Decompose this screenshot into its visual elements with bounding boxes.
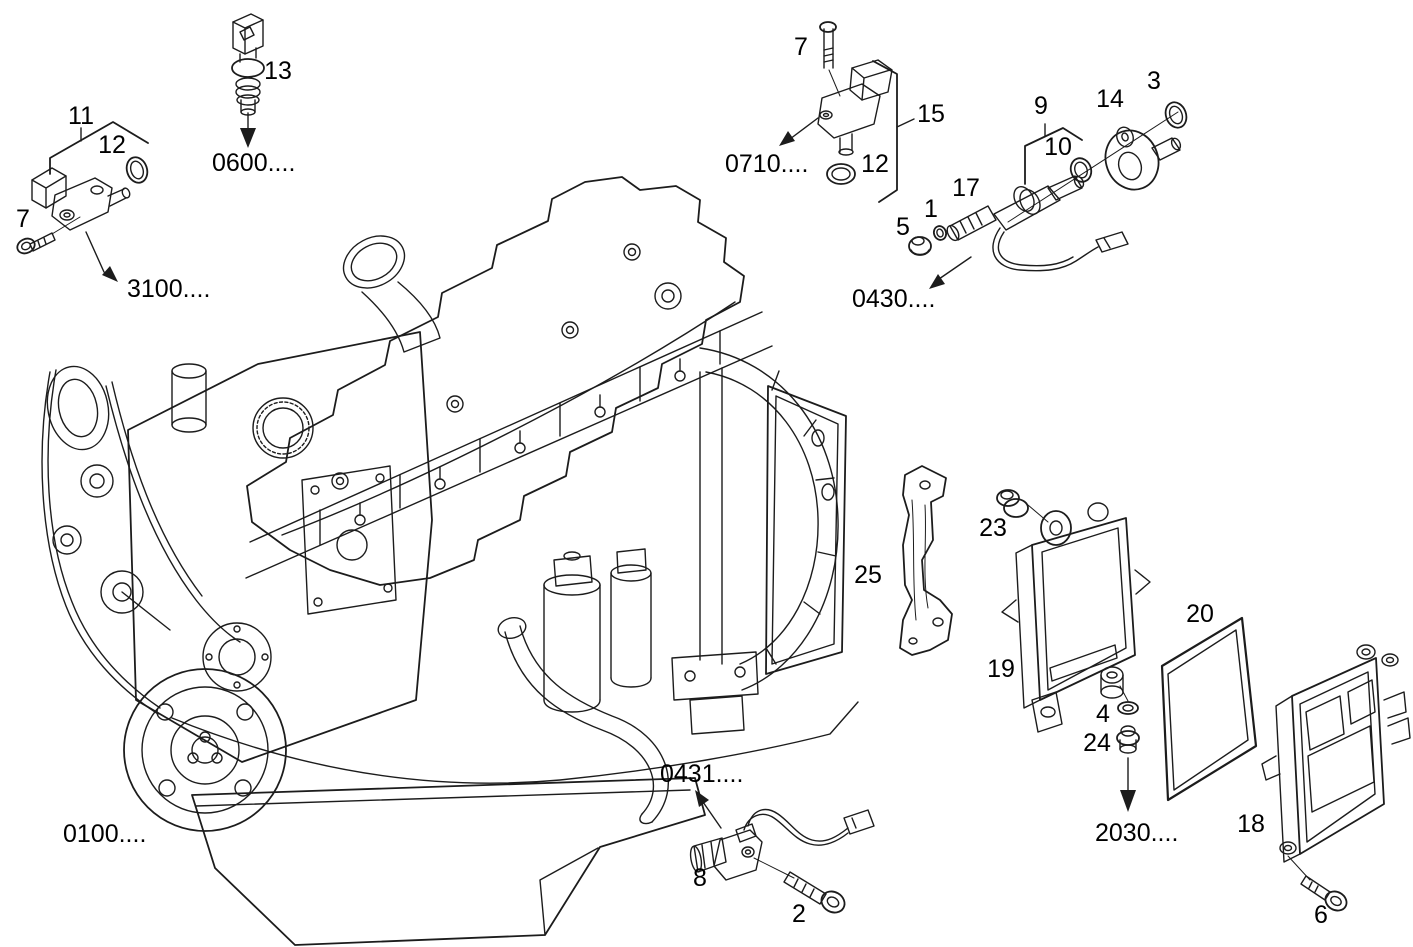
part-9-solenoid bbox=[992, 175, 1129, 272]
part-4-washer bbox=[1117, 701, 1139, 715]
cylinder-head-band bbox=[245, 311, 773, 579]
callout-label-2: 2 bbox=[792, 900, 806, 928]
callout-label-14: 14 bbox=[1096, 85, 1124, 113]
callout-label-10: 10 bbox=[1044, 133, 1072, 161]
ref-code-3100: 3100.... bbox=[127, 275, 210, 303]
part-group-ecu-18 bbox=[1261, 644, 1411, 912]
ref-arrow-0430-head bbox=[929, 274, 945, 289]
ref-arrow-0600-head bbox=[240, 128, 256, 148]
ref-arrow-0431-head bbox=[695, 790, 709, 807]
callout-label-7a: 7 bbox=[16, 205, 30, 233]
bracket-line-9 bbox=[1024, 127, 1083, 185]
ref-code-0710: 0710.... bbox=[725, 150, 808, 178]
part-18-ecu bbox=[1261, 644, 1411, 863]
part-7-bolt-left bbox=[16, 232, 56, 255]
part-12-oring-top bbox=[826, 163, 856, 185]
oil-pan bbox=[191, 777, 706, 946]
ref-arrow-3100-line bbox=[85, 231, 105, 273]
callout-label-23: 23 bbox=[979, 514, 1007, 542]
breather-bottle bbox=[171, 363, 207, 433]
callout-label-1: 1 bbox=[924, 195, 938, 223]
part-24-plug bbox=[1116, 725, 1140, 754]
callout-label-12b: 12 bbox=[861, 150, 889, 178]
part-group-crank-sensor bbox=[689, 790, 875, 914]
part-14-sensor bbox=[1104, 126, 1182, 191]
ref-code-0100: 0100.... bbox=[63, 820, 146, 848]
ref-arrow-0430-line bbox=[938, 256, 972, 280]
ref-code-0430: 0430.... bbox=[852, 285, 935, 313]
part-group-sensor-13 bbox=[231, 13, 265, 148]
callout-label-17: 17 bbox=[952, 174, 980, 202]
callout-label-8: 8 bbox=[693, 864, 707, 892]
callout-label-19: 19 bbox=[987, 655, 1015, 683]
callout-label-5: 5 bbox=[896, 213, 910, 241]
ref-arrow-3100-head bbox=[102, 266, 118, 282]
leader-23-to-ecu bbox=[1027, 504, 1049, 523]
ref-arrow-0710-line bbox=[789, 117, 819, 140]
part-group-ecu-mounting bbox=[899, 465, 1151, 812]
bracket-tick-15 bbox=[896, 118, 915, 128]
part-3-oring bbox=[1164, 101, 1188, 129]
callout-label-13: 13 bbox=[264, 57, 292, 85]
callout-label-11: 11 bbox=[68, 102, 94, 130]
part-5-cap bbox=[908, 236, 932, 256]
engine-block-face bbox=[127, 331, 433, 763]
part-11-sensor bbox=[31, 167, 131, 231]
callout-label-6: 6 bbox=[1314, 901, 1328, 929]
part-8-sensor bbox=[689, 808, 875, 881]
ref-code-2030: 2030.... bbox=[1095, 819, 1178, 847]
part-7-bolt-top bbox=[819, 21, 837, 69]
callout-labels: 11 12 7 13 7 15 12 9 10 14 3 17 1 5 23 2… bbox=[16, 33, 1328, 929]
intake-elbow bbox=[342, 235, 441, 353]
part-13-sensor bbox=[231, 13, 265, 116]
callout-label-3: 3 bbox=[1147, 67, 1161, 95]
callout-label-18: 18 bbox=[1237, 810, 1265, 838]
part-6-bolt bbox=[1300, 875, 1348, 912]
part-2-bolt bbox=[783, 871, 846, 914]
callout-label-4: 4 bbox=[1096, 700, 1110, 728]
callout-label-7b: 7 bbox=[794, 33, 808, 61]
ref-arrow-2030-head bbox=[1120, 790, 1136, 812]
part-25-bracket bbox=[899, 465, 953, 656]
callout-label-15: 15 bbox=[917, 100, 945, 128]
fuel-filters bbox=[543, 548, 652, 713]
leader-bolt7-to-sensor11 bbox=[51, 216, 81, 235]
flywheel-housing bbox=[671, 347, 847, 735]
part-group-map-sensor bbox=[779, 21, 915, 203]
exhaust-pipe bbox=[497, 616, 669, 825]
lifting-eye bbox=[654, 282, 682, 310]
part-20-gasket bbox=[1160, 616, 1258, 802]
part-group-sensor-11 bbox=[16, 121, 149, 282]
callout-label-25: 25 bbox=[854, 561, 882, 589]
part-1-ring bbox=[932, 225, 948, 241]
callout-label-9: 9 bbox=[1034, 92, 1048, 120]
part-10-oring bbox=[1069, 157, 1093, 183]
crank-damper bbox=[123, 668, 287, 832]
callout-label-24: 24 bbox=[1083, 729, 1111, 757]
valve-cover bbox=[246, 176, 745, 586]
part-19-ecu bbox=[1001, 502, 1151, 733]
ref-arrow-0431-line bbox=[702, 801, 722, 829]
part-23-grommet bbox=[996, 489, 1029, 518]
ref-code-0600: 0600.... bbox=[212, 149, 295, 177]
part-15-sensor bbox=[817, 59, 893, 156]
callout-label-12a: 12 bbox=[98, 131, 126, 159]
assembly-axis bbox=[1007, 111, 1179, 223]
leader-8-to-bolt2 bbox=[753, 857, 795, 879]
vent-tube bbox=[171, 701, 859, 784]
leader-ecu-to-washer4 bbox=[1119, 685, 1129, 702]
part-group-solenoid-kit bbox=[908, 101, 1188, 289]
callout-label-20: 20 bbox=[1186, 600, 1214, 628]
belt-drive bbox=[41, 365, 272, 715]
ref-code-0431: 0431.... bbox=[660, 760, 743, 788]
part-17-plug bbox=[946, 205, 997, 242]
part-12-oring-left bbox=[125, 156, 149, 184]
bracket-line-15 bbox=[872, 60, 898, 203]
ref-arrow-0710-head bbox=[779, 131, 795, 146]
oil-filler-cap bbox=[252, 397, 314, 459]
engine-illustration bbox=[41, 176, 859, 946]
